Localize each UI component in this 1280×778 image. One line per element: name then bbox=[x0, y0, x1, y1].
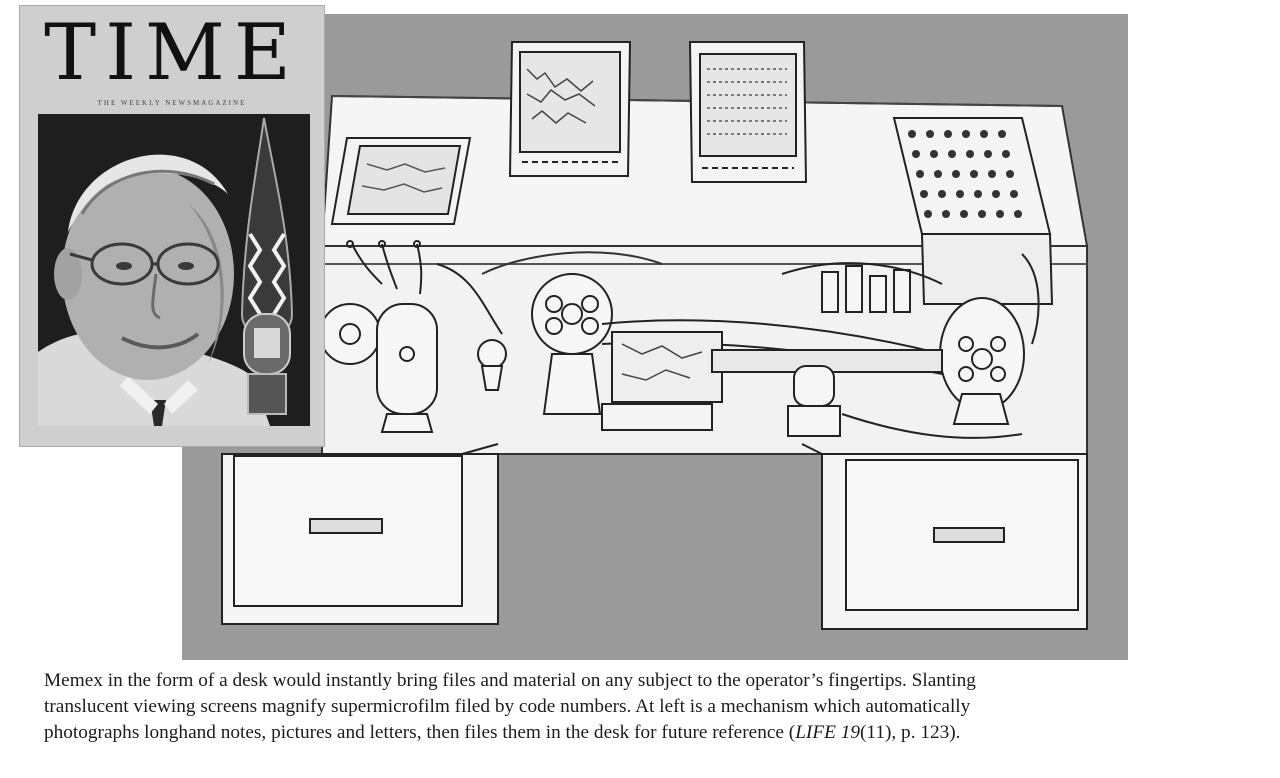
caption-line-3-end: (11), p. 123). bbox=[860, 722, 961, 743]
viewing-screen-left-slanted bbox=[508, 41, 632, 177]
left-drawer-handle bbox=[309, 518, 383, 534]
caption-line-1: Memex in the form of a desk would instan… bbox=[44, 670, 976, 691]
viewing-screen-right-slanted bbox=[688, 41, 808, 183]
right-drawer-handle bbox=[933, 527, 1005, 543]
keyboard-unit bbox=[892, 117, 1054, 305]
time-tagline: THE WEEKLY NEWSMAGAZINE bbox=[97, 99, 247, 107]
lamp-unit bbox=[477, 339, 841, 437]
photo-mechanism-left bbox=[319, 240, 503, 433]
figure-caption: Memex in the form of a desk would instan… bbox=[44, 668, 1266, 746]
time-masthead: TIME bbox=[44, 8, 300, 98]
memex-desk-drawing bbox=[221, 41, 1089, 630]
caption-line-3-start: photographs longhand notes, pictures and… bbox=[44, 722, 796, 743]
caption-journal-ref: LIFE 19 bbox=[795, 722, 860, 743]
film-reel-center bbox=[531, 273, 613, 415]
bottles-cluster bbox=[821, 265, 911, 313]
memex-drawing bbox=[182, 14, 1128, 660]
cover-portrait bbox=[38, 114, 310, 426]
photo-plate-screen bbox=[330, 137, 472, 225]
time-magazine-cover: TIME THE WEEKLY NEWSMAGAZINE bbox=[20, 6, 324, 446]
caption-line-3: photographs longhand notes, pictures and… bbox=[44, 720, 1266, 746]
caption-line-2: translucent viewing screens magnify supe… bbox=[44, 696, 971, 717]
film-reel-right bbox=[939, 297, 1025, 425]
vacuum-tube-icon bbox=[240, 117, 294, 415]
portrait-photo bbox=[38, 114, 310, 426]
